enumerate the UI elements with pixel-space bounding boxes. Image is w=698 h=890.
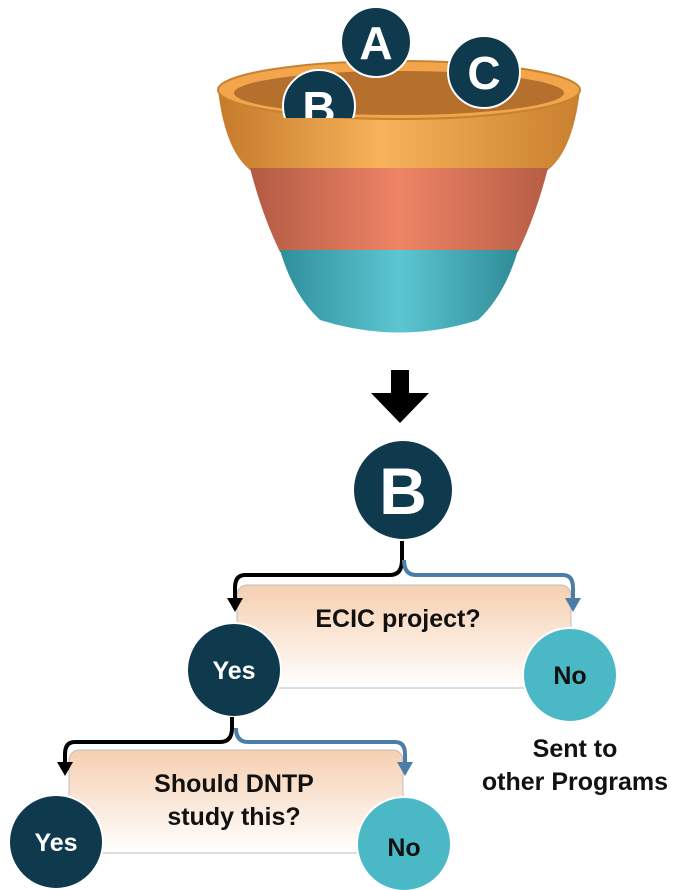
- decision-1-no-arrow: [402, 559, 575, 598]
- funnel-band-bottom: [280, 250, 518, 333]
- decision-1-yes-label: Yes: [212, 657, 255, 685]
- decision-1-box: [236, 584, 572, 689]
- decision-1-no-node: No: [522, 627, 618, 723]
- decision-2-yes-label: Yes: [34, 829, 77, 857]
- decision-2: Should DNTP study this? Yes No: [8, 717, 452, 890]
- ball-b-letter: B: [302, 82, 335, 134]
- decision-1-yes-arrow: [233, 541, 404, 598]
- decision-1-yes-node: Yes: [186, 622, 282, 718]
- funnel-band-middle: [250, 168, 548, 252]
- decision-1-question: ECIC project?: [315, 605, 480, 633]
- decision-2-no-node: No: [356, 796, 452, 890]
- no-outcome-line-2: other Programs: [482, 768, 668, 796]
- decision-2-box: [68, 749, 404, 854]
- decision-1-no-arrowhead: [565, 598, 581, 612]
- decision-1-no-label: No: [553, 662, 586, 690]
- decision-1: ECIC project? Yes No Sent to other Progr…: [186, 541, 668, 796]
- funnel: A C B: [217, 6, 581, 333]
- decision-2-yes-node: Yes: [8, 794, 104, 890]
- ball-c-letter: C: [467, 47, 500, 99]
- ball-c: C: [447, 35, 521, 109]
- decision-2-no-label: No: [387, 834, 420, 862]
- down-arrow-icon: [371, 370, 429, 423]
- ball-a: A: [340, 6, 412, 78]
- decision-2-no-arrowhead: [397, 762, 413, 776]
- ball-b: B: [282, 69, 356, 134]
- decision-2-question-line-1: Should DNTP: [154, 770, 314, 798]
- decision-2-yes-arrow: [63, 717, 234, 762]
- decision-1-yes-arrowhead: [227, 598, 243, 612]
- selected-letter: B: [379, 454, 427, 528]
- decision-2-question-line-2: study this?: [167, 803, 300, 831]
- decision-2-no-arrow: [234, 727, 407, 762]
- no-outcome-line-1: Sent to: [533, 735, 618, 763]
- decision-2-yes-arrowhead: [57, 762, 73, 776]
- ball-a-letter: A: [359, 17, 392, 69]
- selected-node: B: [352, 439, 454, 541]
